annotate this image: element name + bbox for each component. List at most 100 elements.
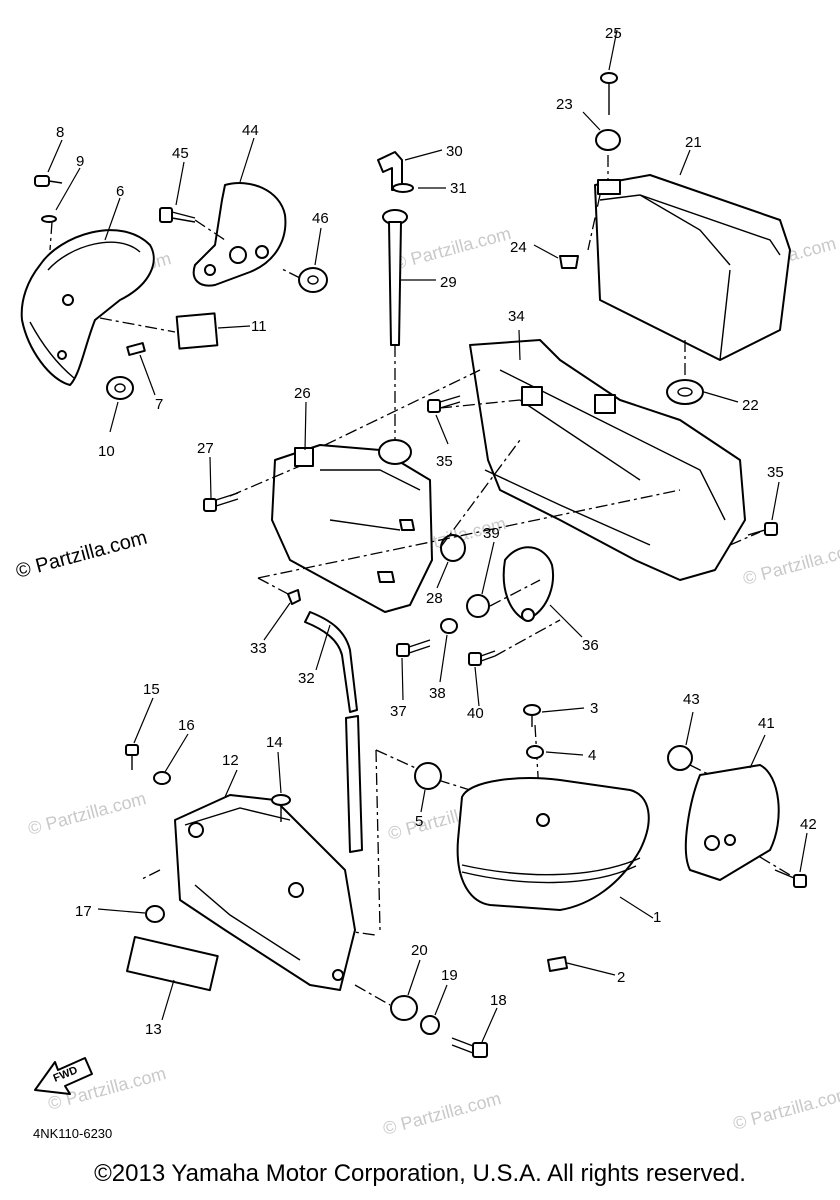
part-42-bolt (774, 869, 807, 888)
watermark: © Partzilla.com (381, 1088, 503, 1139)
callout-39: 39 (483, 525, 500, 542)
callout-17: 17 (75, 903, 92, 920)
part-37-bolt (396, 639, 431, 657)
part-45-bolt (159, 207, 196, 223)
part-24-collar (559, 255, 579, 269)
part-41-cover (684, 764, 780, 881)
callout-33: 33 (250, 640, 267, 657)
callout-43: 43 (683, 691, 700, 708)
part-35b-bolt (747, 522, 778, 536)
part-21-battery-box (594, 174, 791, 361)
callout-35b: 35 (767, 464, 784, 481)
part-19-collar (420, 1015, 440, 1035)
part-3-screw (523, 704, 541, 727)
part-12-cover (174, 794, 356, 991)
part-15-screw (125, 744, 139, 770)
callout-41: 41 (758, 715, 775, 732)
part-32-hose-lower (345, 715, 363, 853)
part-18-bolt (451, 1037, 488, 1058)
callout-2: 2 (617, 969, 625, 986)
part-2-label (547, 956, 568, 972)
callout-20: 20 (411, 942, 428, 959)
callout-5: 5 (415, 813, 423, 830)
callout-14: 14 (266, 734, 283, 751)
part-5-grommet (414, 762, 442, 790)
part-7-clip (126, 342, 146, 356)
callout-23: 23 (556, 96, 573, 113)
part-35-bolt (427, 395, 461, 413)
part-6-cover (20, 229, 155, 386)
callout-32: 32 (298, 670, 315, 687)
watermark: © Partzilla.com (26, 788, 148, 839)
callout-21: 21 (685, 134, 702, 151)
part-8-screw (34, 175, 63, 187)
part-44-bracket (192, 182, 287, 287)
callout-27: 27 (197, 440, 214, 457)
callout-11: 11 (251, 318, 267, 335)
part-32-hose (304, 611, 358, 713)
callout-16: 16 (178, 717, 195, 734)
part-34-frame (469, 339, 746, 581)
part-27-bolt (203, 492, 239, 512)
callout-34: 34 (508, 308, 525, 325)
part-22-grommet (666, 379, 704, 405)
callout-13: 13 (145, 1021, 162, 1038)
callout-6: 6 (116, 183, 124, 200)
part-33-clip (287, 589, 301, 605)
callout-37: 37 (390, 703, 407, 720)
callout-46: 46 (312, 210, 329, 227)
callout-15: 15 (143, 681, 160, 698)
callout-30: 30 (446, 143, 463, 160)
callout-29: 29 (440, 274, 457, 291)
part-17-nut (145, 905, 165, 923)
callout-8: 8 (56, 124, 64, 141)
callout-9: 9 (76, 153, 84, 170)
callout-24: 24 (510, 239, 527, 256)
callout-40: 40 (467, 705, 484, 722)
callout-4: 4 (588, 747, 596, 764)
part-43-grommet (667, 745, 693, 771)
callout-35: 35 (436, 453, 453, 470)
part-1-side-cover (456, 777, 650, 911)
callout-42: 42 (800, 816, 817, 833)
callout-numbers: 1 2 3 4 5 6 7 8 9 10 11 12 13 14 15 16 1… (56, 25, 817, 1038)
callout-26: 26 (294, 385, 311, 402)
callout-45: 45 (172, 145, 189, 162)
watermark: © Partzilla.com (731, 1083, 840, 1134)
part-13-label (126, 935, 219, 992)
part-14-screw (271, 794, 291, 822)
part-9-washer (41, 215, 57, 223)
part-36-bracket (502, 546, 554, 622)
callout-18: 18 (490, 992, 507, 1009)
exploded-parts-diagram: © Partzilla.com © Partzilla.com © Partzi… (14, 25, 840, 1139)
part-31-o-ring (392, 183, 414, 193)
part-11-label (175, 312, 219, 350)
part-10-grommet (106, 376, 134, 400)
fwd-arrow-icon: FWD (34, 1057, 93, 1095)
part-20-grommet (390, 995, 418, 1021)
callout-12: 12 (222, 752, 239, 769)
part-29-pipe (382, 209, 408, 346)
watermark: © Partzilla.com (741, 538, 840, 589)
part-40-bolt (468, 650, 496, 666)
callout-19: 19 (441, 967, 458, 984)
callout-25: 25 (605, 25, 622, 42)
callout-31: 31 (450, 180, 467, 197)
part-23-grommet (595, 129, 621, 151)
callout-36: 36 (582, 637, 599, 654)
callout-10: 10 (98, 443, 115, 460)
part-28-grommet (440, 534, 466, 562)
callout-7: 7 (155, 396, 163, 413)
callout-44: 44 (242, 122, 259, 139)
part-26-tank (271, 439, 433, 613)
part-39-grommet (466, 594, 490, 618)
assembly-lines (49, 155, 791, 1006)
callout-3: 3 (590, 700, 598, 717)
part-code: 4NK110-6230 (33, 1126, 113, 1141)
leader-lines (47, 29, 808, 1043)
part-38-washer (440, 618, 458, 634)
callout-38: 38 (429, 685, 446, 702)
watermark: © Partzilla.com (391, 223, 513, 274)
watermark-main: © Partzilla.com (14, 527, 150, 583)
callout-22: 22 (742, 397, 759, 414)
